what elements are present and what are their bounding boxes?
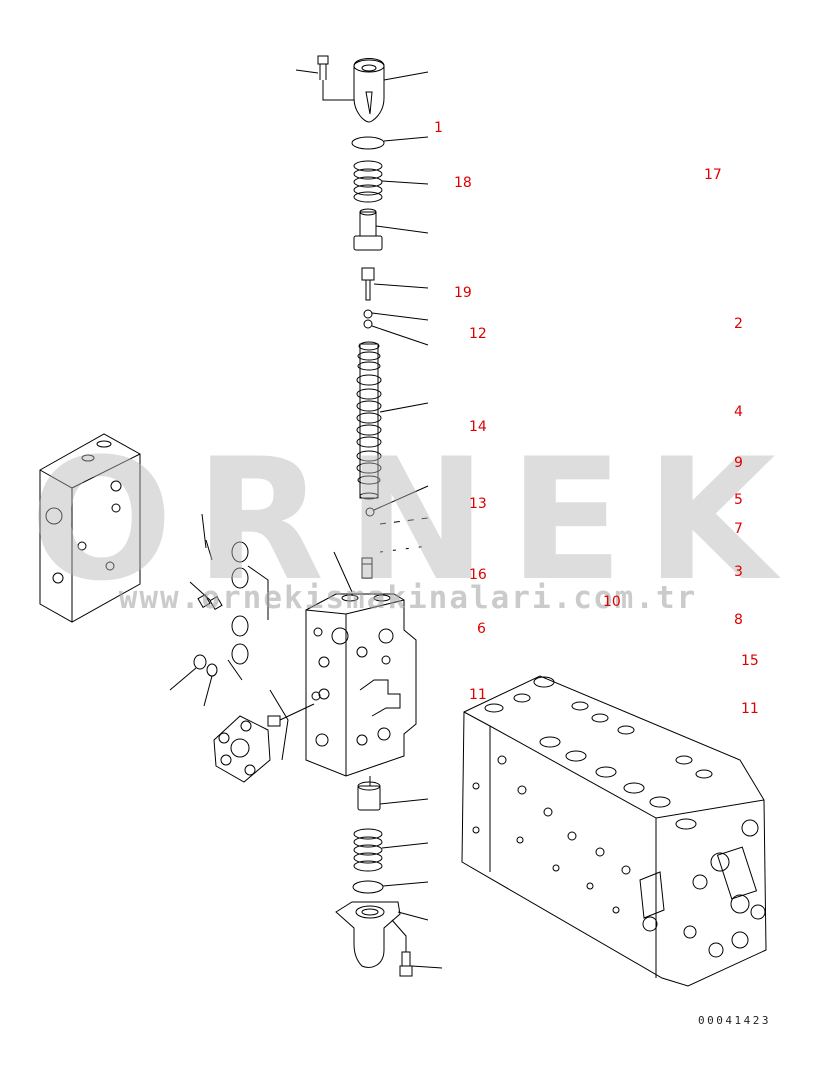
callout-label: 11 bbox=[469, 687, 487, 703]
lower-o-ring bbox=[352, 880, 384, 894]
callout-label: 1 bbox=[434, 120, 443, 136]
small-ring bbox=[365, 507, 375, 517]
side-valve-block bbox=[39, 433, 141, 623]
callout-label: 6 bbox=[477, 621, 486, 637]
spring-retainer bbox=[353, 208, 429, 251]
callout-label: 5 bbox=[734, 492, 743, 508]
top-bolt bbox=[295, 55, 358, 101]
lower-spring bbox=[353, 828, 429, 872]
stopper-pin bbox=[361, 267, 429, 301]
callout-label: 9 bbox=[734, 455, 743, 471]
plug bbox=[361, 557, 373, 579]
lower-bolt bbox=[399, 951, 443, 977]
callout-label: 4 bbox=[734, 404, 743, 420]
callout-label: 11 bbox=[741, 701, 759, 717]
lower-cap bbox=[335, 901, 429, 968]
callout-label: 18 bbox=[454, 175, 472, 191]
lower-retainer bbox=[357, 781, 429, 811]
callout-label: 17 bbox=[704, 167, 722, 183]
valve-housing bbox=[305, 551, 417, 777]
top-cap bbox=[353, 58, 429, 123]
flange-cover bbox=[213, 689, 315, 783]
main-valve-assembly bbox=[461, 675, 767, 987]
spool bbox=[356, 341, 429, 500]
callout-label: 12 bbox=[469, 326, 487, 342]
callout-label: 19 bbox=[454, 285, 472, 301]
small-ring bbox=[363, 319, 373, 329]
callout-label: 15 bbox=[741, 653, 759, 669]
callout-label: 10 bbox=[603, 594, 621, 610]
callout-label: 13 bbox=[469, 496, 487, 512]
watermark-url: www.ornekismakinalari.com.tr bbox=[118, 580, 698, 616]
small-ring bbox=[363, 309, 373, 319]
callout-label: 2 bbox=[734, 316, 743, 332]
callout-label: 3 bbox=[734, 564, 743, 580]
o-ring bbox=[351, 136, 385, 150]
callout-label: 14 bbox=[469, 419, 487, 435]
drawing-number: 00041423 bbox=[698, 1014, 771, 1027]
spring bbox=[353, 160, 429, 203]
callout-label: 16 bbox=[469, 567, 487, 583]
callout-label: 8 bbox=[734, 612, 743, 628]
callout-label: 7 bbox=[734, 521, 743, 537]
seal-set bbox=[169, 513, 269, 707]
watermark-logo: ORNEK bbox=[30, 422, 798, 618]
